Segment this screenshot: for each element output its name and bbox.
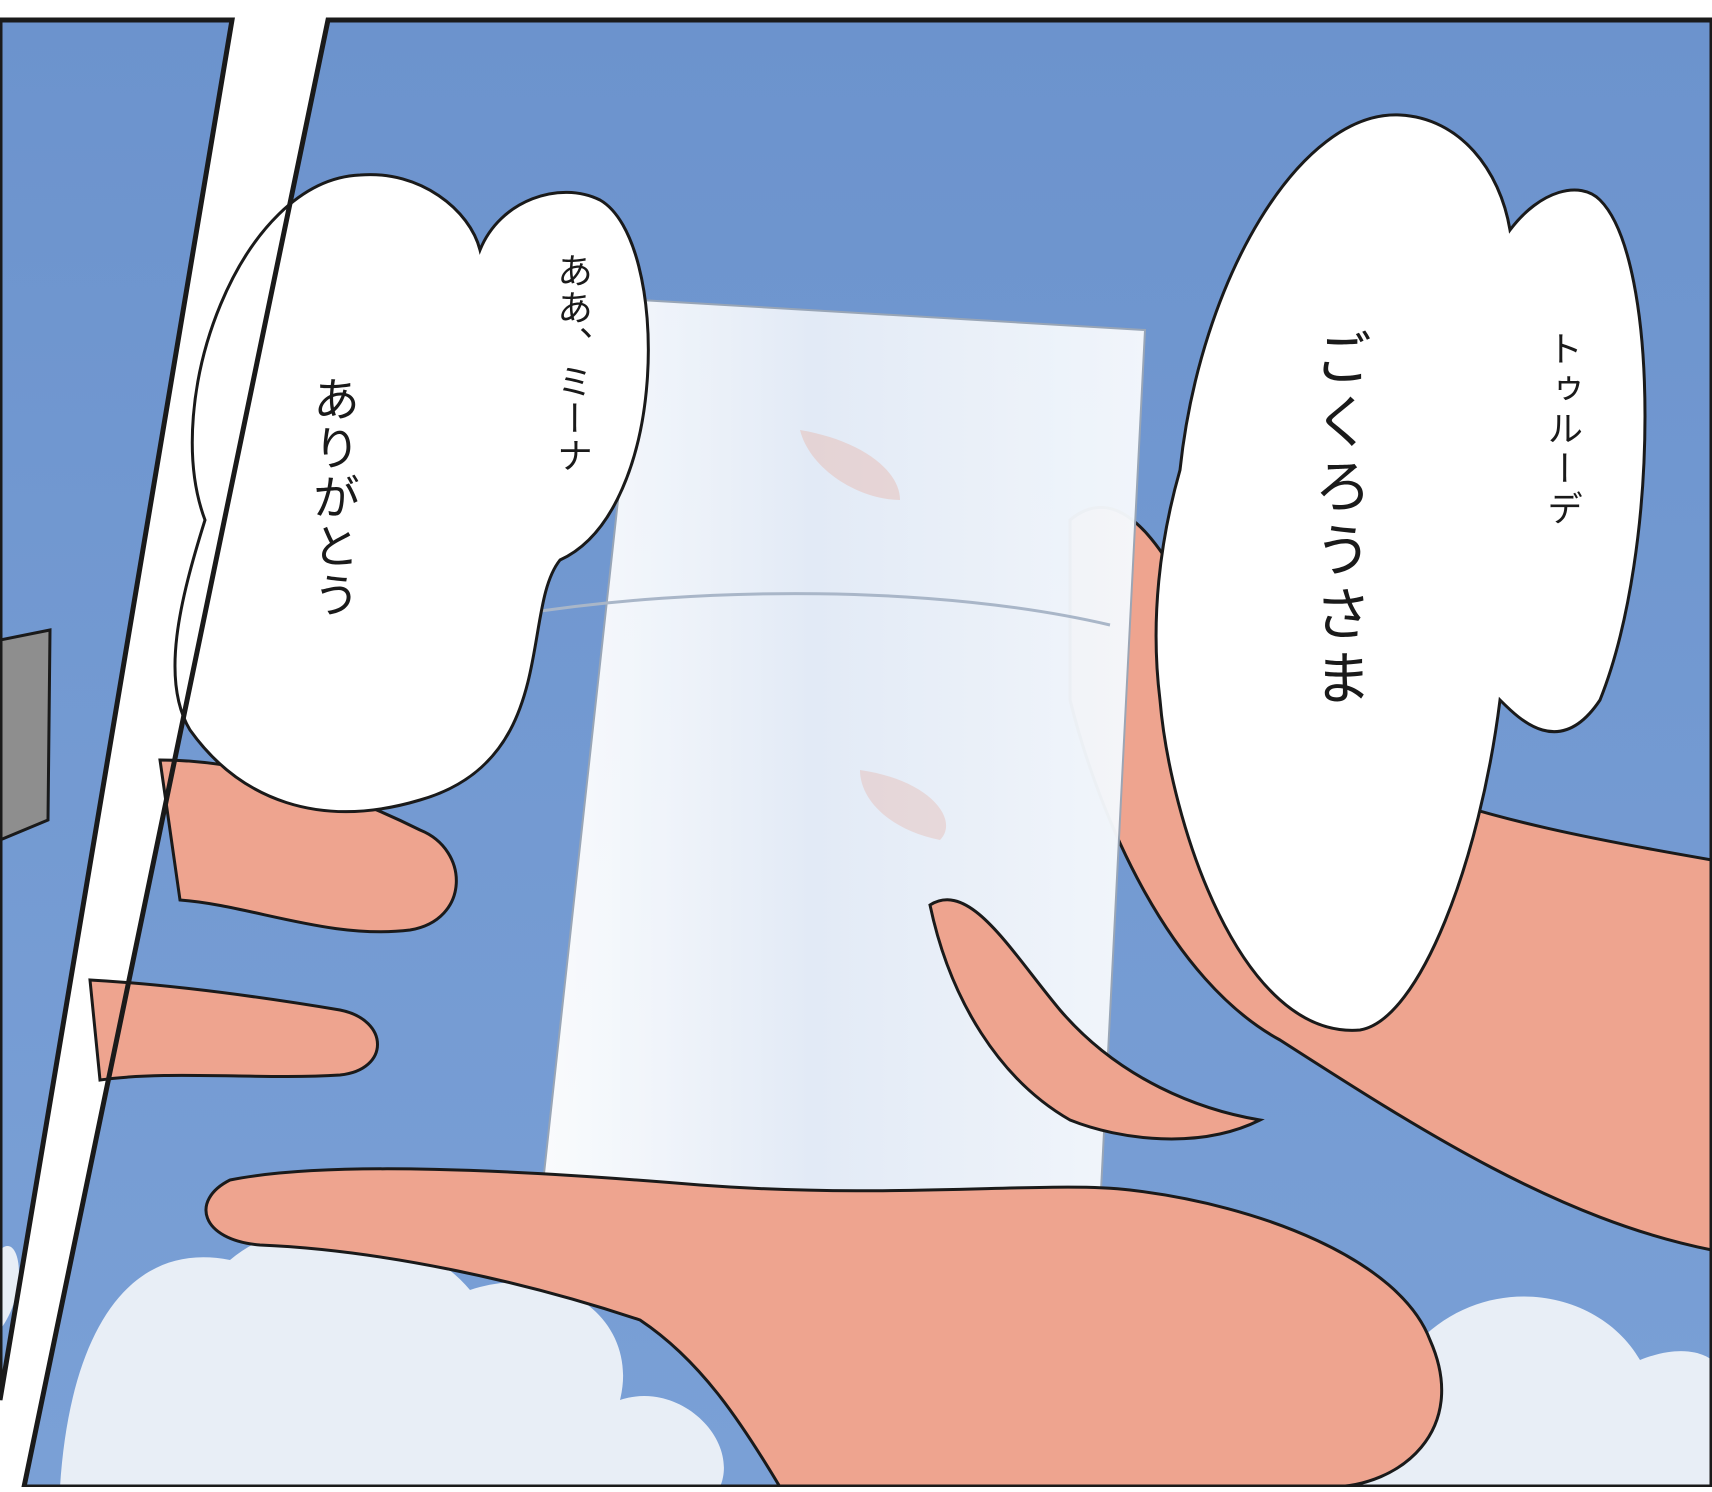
left-cloud xyxy=(0,1246,19,1330)
sleeve-shape xyxy=(0,628,52,842)
glass-reflection-lower xyxy=(860,770,947,840)
speech-bubble-right xyxy=(1154,113,1647,1032)
left-hand-finger-lower xyxy=(88,978,379,1082)
bubble-left-line-1: ありがとう xyxy=(304,375,359,620)
main-panel-border xyxy=(20,17,1712,1490)
water-line xyxy=(514,592,1111,627)
lower-hand xyxy=(204,1167,1444,1489)
thumb xyxy=(928,898,1265,1141)
bubble-right-line-1: ごくろうさま xyxy=(1304,328,1372,712)
bubble-right-line-2: トゥルーデ xyxy=(1541,330,1582,530)
speech-bubble-left xyxy=(173,173,650,813)
bubble-left-line-2: ああ、ミーナ xyxy=(551,252,592,474)
glass-reflection xyxy=(800,430,900,500)
left-panel-border xyxy=(0,17,235,1401)
